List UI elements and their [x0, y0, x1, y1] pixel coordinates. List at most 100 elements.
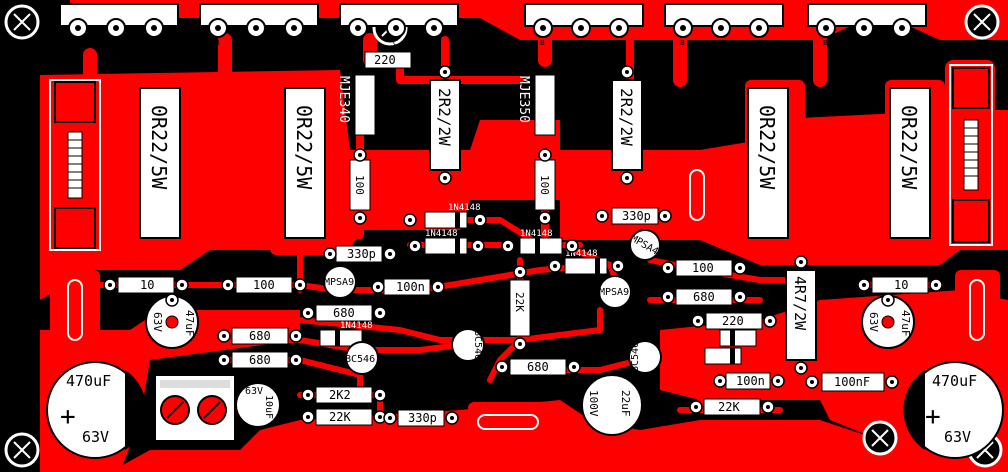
pin-label: B: [75, 39, 80, 47]
resistor-0r22-1: 0R22/5W: [139, 87, 181, 239]
mounting-hole-bottom-mid: [862, 420, 898, 456]
r-10-right-label: 10: [894, 278, 908, 292]
cap-100nF: 100nF: [821, 372, 885, 392]
pin-label: E: [291, 39, 295, 47]
diode-1n4148-2: 1N4148: [424, 229, 468, 255]
cap-470u-right: 470uF 63V +: [903, 361, 1004, 459]
bc546-2-label: BC546: [472, 330, 483, 360]
cap-100nF-label: 100nF: [834, 375, 870, 389]
r-220-top-label: 220: [374, 53, 396, 67]
resistor-0r22-2: 0R22/5W: [284, 87, 326, 239]
pin-label: B: [823, 39, 828, 47]
slot-right: [969, 279, 985, 341]
r-4r7-label: 4R7/2W: [791, 276, 809, 331]
fuse-holder-right: [949, 64, 993, 246]
cap-47u-left-v: 63V: [151, 312, 164, 332]
resistor-680-1: 680: [315, 304, 373, 322]
resistor-22k-vertical: 22K: [509, 279, 531, 337]
resistor-22k-2: 22K: [703, 398, 761, 416]
pin-label: B: [540, 39, 545, 47]
svg-text:+: +: [60, 402, 76, 432]
r-680-2-label: 680: [249, 329, 271, 343]
cap-330p-1-label: 330p: [347, 247, 376, 261]
cap-47u-left-label: 47uF: [183, 310, 196, 337]
cap-330p-3-label: 330p: [408, 411, 437, 425]
diode-1n4148-5: 1N4148: [319, 321, 373, 347]
slot-mid: [689, 169, 705, 221]
cap-100n-1-label: 100n: [396, 280, 425, 294]
cap-10u-label: 10uF: [263, 395, 274, 419]
r-100-right-label: 100: [538, 175, 551, 195]
diode-right: [704, 347, 742, 365]
cap-47u-right-v: 63V: [867, 312, 880, 332]
mounting-hole-top-left: [4, 4, 40, 40]
cap-47u-left: 47uF 63V: [145, 295, 199, 349]
cap-330p-2: 330p: [611, 207, 659, 225]
r-22k-2-label: 22K: [718, 400, 740, 414]
resistor-0r22-2-label: 0R22/5W: [292, 105, 316, 190]
resistor-2r2-right: 2R2/2W: [611, 79, 643, 171]
transistor-bc546-3: BC546: [628, 340, 662, 374]
cap-10u-v: 63V: [245, 386, 263, 397]
bc546-1-label: BC546: [345, 354, 375, 365]
diode-4-label: 1N4148: [565, 249, 598, 259]
diode-2-label: 1N4148: [425, 229, 458, 239]
pin-label: C: [393, 39, 398, 47]
cap-470u-left: 470uF 63V +: [46, 361, 147, 459]
cap-100n-1: 100n: [383, 278, 431, 296]
pin-label: C: [113, 39, 118, 47]
fuse-holder-left: [49, 79, 101, 251]
r-680-1-label: 680: [333, 306, 355, 320]
transistor-mpsa92-1: MPSA92: [323, 265, 360, 299]
transistor-mje350: MJE350: [516, 74, 556, 136]
cap-47u-right-label: 47uF: [899, 310, 912, 337]
cap-100n-2-label: 100n: [736, 374, 765, 388]
r-22k-v-label: 22K: [513, 292, 526, 312]
mpsa92-1-label: MPSA92: [324, 277, 360, 288]
diode-1-label: 1N4148: [448, 203, 481, 213]
resistor-22k-1: 22K: [315, 408, 373, 426]
pin-label: C: [718, 39, 723, 47]
transistor-bc546-1: BC546: [345, 341, 379, 375]
resistor-0r22-4: 0R22/5W: [889, 87, 931, 239]
r-22k-1-label: 22K: [329, 410, 351, 424]
r-680-4-label: 680: [527, 360, 549, 374]
resistor-2r2-right-label: 2R2/2W: [617, 88, 636, 146]
cap-330p-2-label: 330p: [622, 209, 651, 223]
cap-22u-label: 22uF: [619, 390, 632, 417]
r-100-mid-label: 100: [253, 278, 275, 292]
resistor-10-right: 10: [871, 276, 929, 294]
mounting-hole-bottom-left: [4, 432, 40, 468]
resistor-220-top: 220: [364, 51, 412, 69]
resistor-2k2: 2K2: [315, 386, 373, 404]
pin-label: E: [899, 39, 903, 47]
mje350-label: MJE350: [516, 76, 531, 123]
mje340-label: MJE340: [336, 76, 351, 123]
input-terminal-block: [154, 374, 236, 442]
diode-1n4148-3: 1N4148: [519, 229, 563, 255]
pin-label: B: [215, 39, 220, 47]
cap-470u-right-label: 470uF: [932, 372, 977, 390]
pin-label: E: [151, 39, 155, 47]
cap-330p-3: 330p: [397, 409, 445, 427]
resistor-100-right-vertical: 100: [534, 159, 556, 211]
diode-5-label: 1N4148: [340, 321, 373, 331]
resistor-680-2: 680: [231, 327, 289, 345]
resistor-100-mid: 100: [235, 276, 293, 294]
diode-3-label: 1N4148: [520, 229, 553, 239]
r-220-r-label: 220: [722, 314, 744, 328]
resistor-2r2-left-label: 2R2/2W: [435, 88, 454, 146]
pin-label: C: [861, 39, 866, 47]
r-100-r-label: 100: [692, 261, 714, 275]
transistor-mpsa42: MPSA42: [629, 229, 665, 261]
resistor-0r22-4-label: 0R22/5W: [897, 105, 921, 190]
